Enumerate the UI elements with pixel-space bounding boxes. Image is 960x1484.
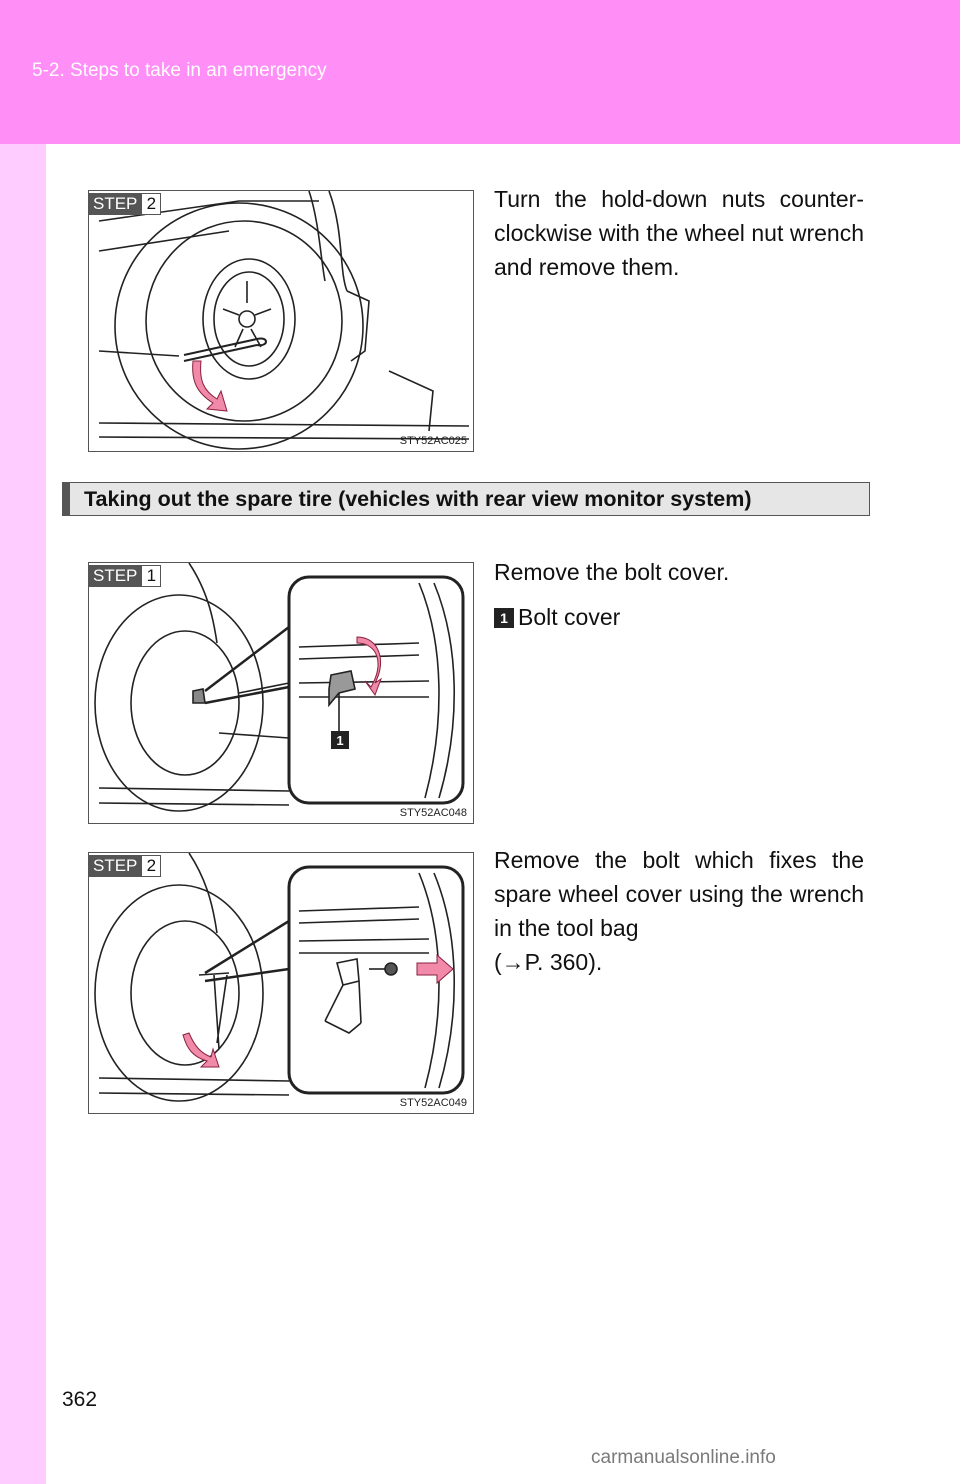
step-label: STEP <box>89 193 142 215</box>
bolt-removal-illustration <box>94 853 465 1102</box>
step2b-instruction: Remove the bolt which fixes the spare wh… <box>494 843 864 979</box>
figure-step2-remove-bolt: STEP 2 STY52AC049 <box>88 852 474 1114</box>
step-number: 2 <box>141 193 162 215</box>
page-reference-link[interactable]: (→P. 360). <box>494 949 603 975</box>
figure-code: STY52AC048 <box>399 807 467 819</box>
tire-illustration <box>98 191 470 450</box>
step-badge: STEP 2 <box>89 193 162 215</box>
step-badge: STEP 2 <box>89 855 162 877</box>
step2-instruction: Turn the hold-down nuts counter-clockwis… <box>494 186 864 280</box>
rotation-arrow-icon <box>356 636 383 697</box>
step-label: STEP <box>89 855 142 877</box>
rotation-arrow-icon <box>182 1032 220 1068</box>
step2b-text: Remove the bolt which fixes the spare wh… <box>494 847 864 941</box>
bolt-cover-illustration: 1 <box>94 563 465 812</box>
step-number: 1 <box>141 565 162 587</box>
side-strip <box>0 144 46 1484</box>
rotation-arrow-icon <box>192 360 228 412</box>
figure-code: STY52AC025 <box>399 435 467 447</box>
callout-marker: 1 <box>336 733 343 748</box>
figure-step1-bolt-cover: 1 STEP 1 STY52AC048 <box>88 562 474 824</box>
step-label: STEP <box>89 565 142 587</box>
section-title: Taking out the spare tire (vehicles with… <box>62 482 870 516</box>
watermark: carmanualsonline.info <box>591 1447 776 1468</box>
figure-code: STY52AC049 <box>399 1097 467 1109</box>
step-badge: STEP 1 <box>89 565 162 587</box>
callout-label: Bolt cover <box>518 604 621 630</box>
bolt-cover-callout: 1 Bolt cover <box>494 604 620 631</box>
figure-step2-hold-down-nuts: STEP 2 STY52AC025 <box>88 190 474 452</box>
pull-arrow-icon <box>416 953 454 985</box>
page-header: 5-2. Steps to take in an emergency <box>0 0 960 144</box>
callout-badge: 1 <box>494 607 514 628</box>
page-number: 362 <box>62 1388 98 1411</box>
step-number: 2 <box>141 855 162 877</box>
step1-instruction: Remove the bolt cover. <box>494 559 730 585</box>
section-breadcrumb: 5-2. Steps to take in an emergency <box>32 60 327 81</box>
